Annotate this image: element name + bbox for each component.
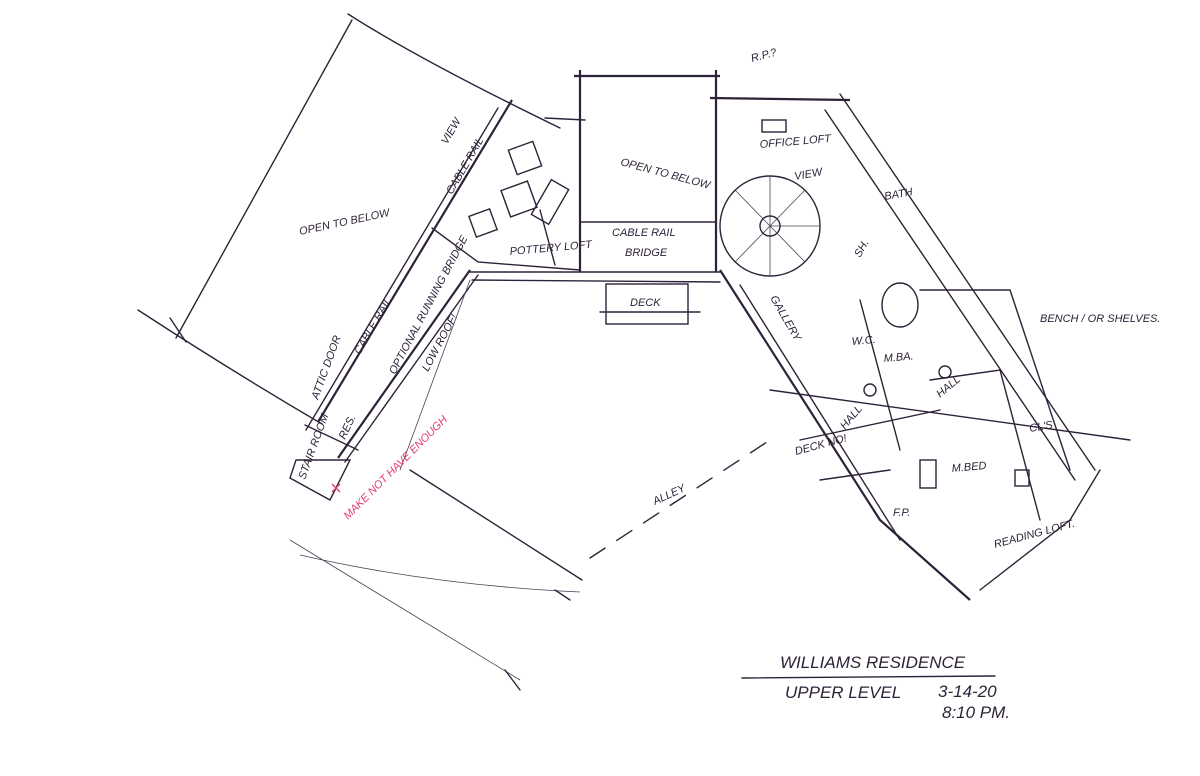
label-bench: BENCH / OR SHELVES.: [1040, 313, 1160, 325]
label-res: RES.: [337, 413, 359, 441]
label-attic-door: ATTIC DOOR: [309, 334, 344, 402]
label-office-loft: OFFICE LOFT: [759, 133, 833, 151]
label-view-right: VIEW: [793, 166, 824, 183]
label-view-left: VIEW: [439, 115, 464, 147]
label-stair-room: STAIR ROOM: [297, 411, 332, 481]
label-alley: ALLEY: [650, 482, 688, 508]
center-block: [469, 70, 721, 325]
label-reading-loft: READING LOFT.: [993, 518, 1077, 551]
open-to-below-left-area: [137, 13, 561, 425]
label-deck-center: DECK: [630, 297, 661, 309]
left-wing: [289, 99, 583, 691]
label-bath: BATH: [883, 186, 913, 203]
project-title: WILLIAMS RESIDENCE: [780, 653, 966, 672]
title-underline: [741, 675, 996, 679]
label-cable-rail-bridge: CABLE RAIL: [612, 227, 676, 239]
label-cable-rail-left: CABLE RAIL: [352, 295, 394, 356]
right-wing: [709, 93, 1131, 601]
label-open-to-below-left: OPEN TO BELOW: [298, 207, 392, 238]
label-sh: SH.: [852, 238, 872, 260]
label-m-bed: M.BED: [951, 460, 987, 475]
label-fp: F.P.: [893, 507, 910, 519]
red-x-mark: [331, 483, 341, 493]
level-title: UPPER LEVEL: [785, 683, 901, 702]
label-m-ba: M.BA.: [883, 350, 914, 365]
date-text: 3-14-20: [938, 682, 997, 701]
label-rp: R.P.?: [750, 46, 779, 65]
time-text: 8:10 PM.: [942, 703, 1010, 722]
label-bridge: BRIDGE: [625, 247, 668, 259]
alley-line: [589, 439, 771, 559]
label-open-to-below-center: OPEN TO BELOW: [619, 156, 713, 192]
label-cl: CL'S: [1028, 419, 1054, 435]
label-deck-no: DECK NO!: [794, 433, 848, 458]
label-wc: W.C.: [851, 334, 876, 348]
